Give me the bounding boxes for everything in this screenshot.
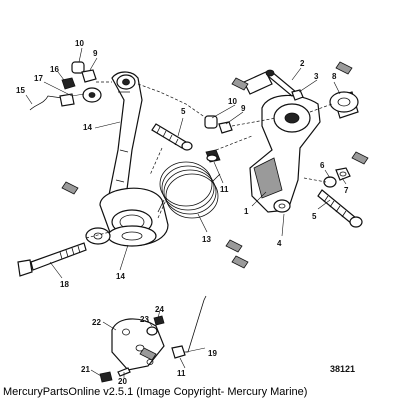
callout-22: 22: [92, 318, 101, 327]
part-9-nut-left: [81, 69, 97, 83]
part-3-nut: [291, 89, 304, 101]
callout-15: 15: [16, 86, 25, 95]
callout-16: 16: [50, 65, 59, 74]
callout-labels: 10 9 16 17 15 14 2 3 8 10 9 5 11 1 4 5 7…: [16, 39, 355, 386]
part-21-nut: [99, 371, 113, 383]
callout-2: 2: [300, 59, 305, 68]
part-17-bushing: [82, 87, 102, 103]
part-11-fitting-middle: [205, 149, 221, 163]
callout-23: 23: [140, 315, 149, 324]
leader-lines: [25, 47, 347, 378]
callout-8: 8: [332, 72, 337, 81]
callout-4: 4: [277, 239, 282, 248]
part-10-cap-middle: [204, 115, 218, 129]
part-10-cap-left: [71, 61, 85, 74]
part-7-nut: [335, 167, 351, 181]
part-18-bolt: [17, 242, 87, 277]
callout-7: 7: [344, 186, 349, 195]
part-5-screw-upper: [151, 123, 193, 151]
callout-3: 3: [314, 72, 319, 81]
part-13-disc: [99, 187, 169, 247]
part-22-plate: [111, 318, 165, 371]
callout-10: 10: [75, 39, 84, 48]
callout-9: 9: [93, 49, 98, 58]
part-24-nut: [153, 315, 165, 326]
callout-1: 1: [244, 207, 249, 216]
part-5-screw-lower: [317, 189, 363, 228]
callout-24: 24: [155, 305, 164, 314]
part-8-bushing: [329, 91, 359, 119]
figure-number: 38121: [330, 364, 355, 374]
assembly-lines: [85, 81, 333, 239]
part-9-nut-middle: [218, 121, 233, 134]
part-11-fitting-lower: [171, 345, 186, 359]
callout-11c: 11: [177, 369, 186, 378]
part-15-link: [29, 93, 75, 111]
part-12-spring: [157, 161, 221, 219]
callout-5: 5: [181, 107, 186, 116]
part-1-bracket: [243, 71, 321, 213]
part-19-rod: [180, 295, 207, 353]
callout-5b: 5: [312, 212, 317, 221]
part-2-screw: [265, 69, 297, 97]
callout-20: 20: [118, 377, 127, 385]
callout-12: 13: [202, 235, 211, 244]
washer: [85, 227, 111, 245]
callout-21: 21: [81, 365, 90, 374]
callout-13: 14: [116, 272, 125, 281]
lubricant-icons: [61, 61, 369, 361]
callout-6: 6: [320, 161, 325, 170]
part-23-washer: [146, 326, 158, 336]
image-caption: MercuryPartsOnline v2.5.1 (Image Copyrig…: [3, 386, 308, 398]
callout-10b: 10: [228, 97, 237, 106]
callout-11: 11: [220, 185, 229, 194]
part-6-washer: [323, 176, 337, 188]
part-16-nut: [61, 77, 76, 90]
callout-9b: 9: [241, 104, 246, 113]
callout-14: 14: [83, 123, 92, 132]
exploded-view-drawing: 10 9 16 17 15 14 2 3 8 10 9 5 11 1 4 5 7…: [16, 39, 369, 386]
callout-17: 17: [34, 74, 43, 83]
callout-19: 19: [208, 349, 217, 358]
callout-18: 18: [60, 280, 69, 289]
